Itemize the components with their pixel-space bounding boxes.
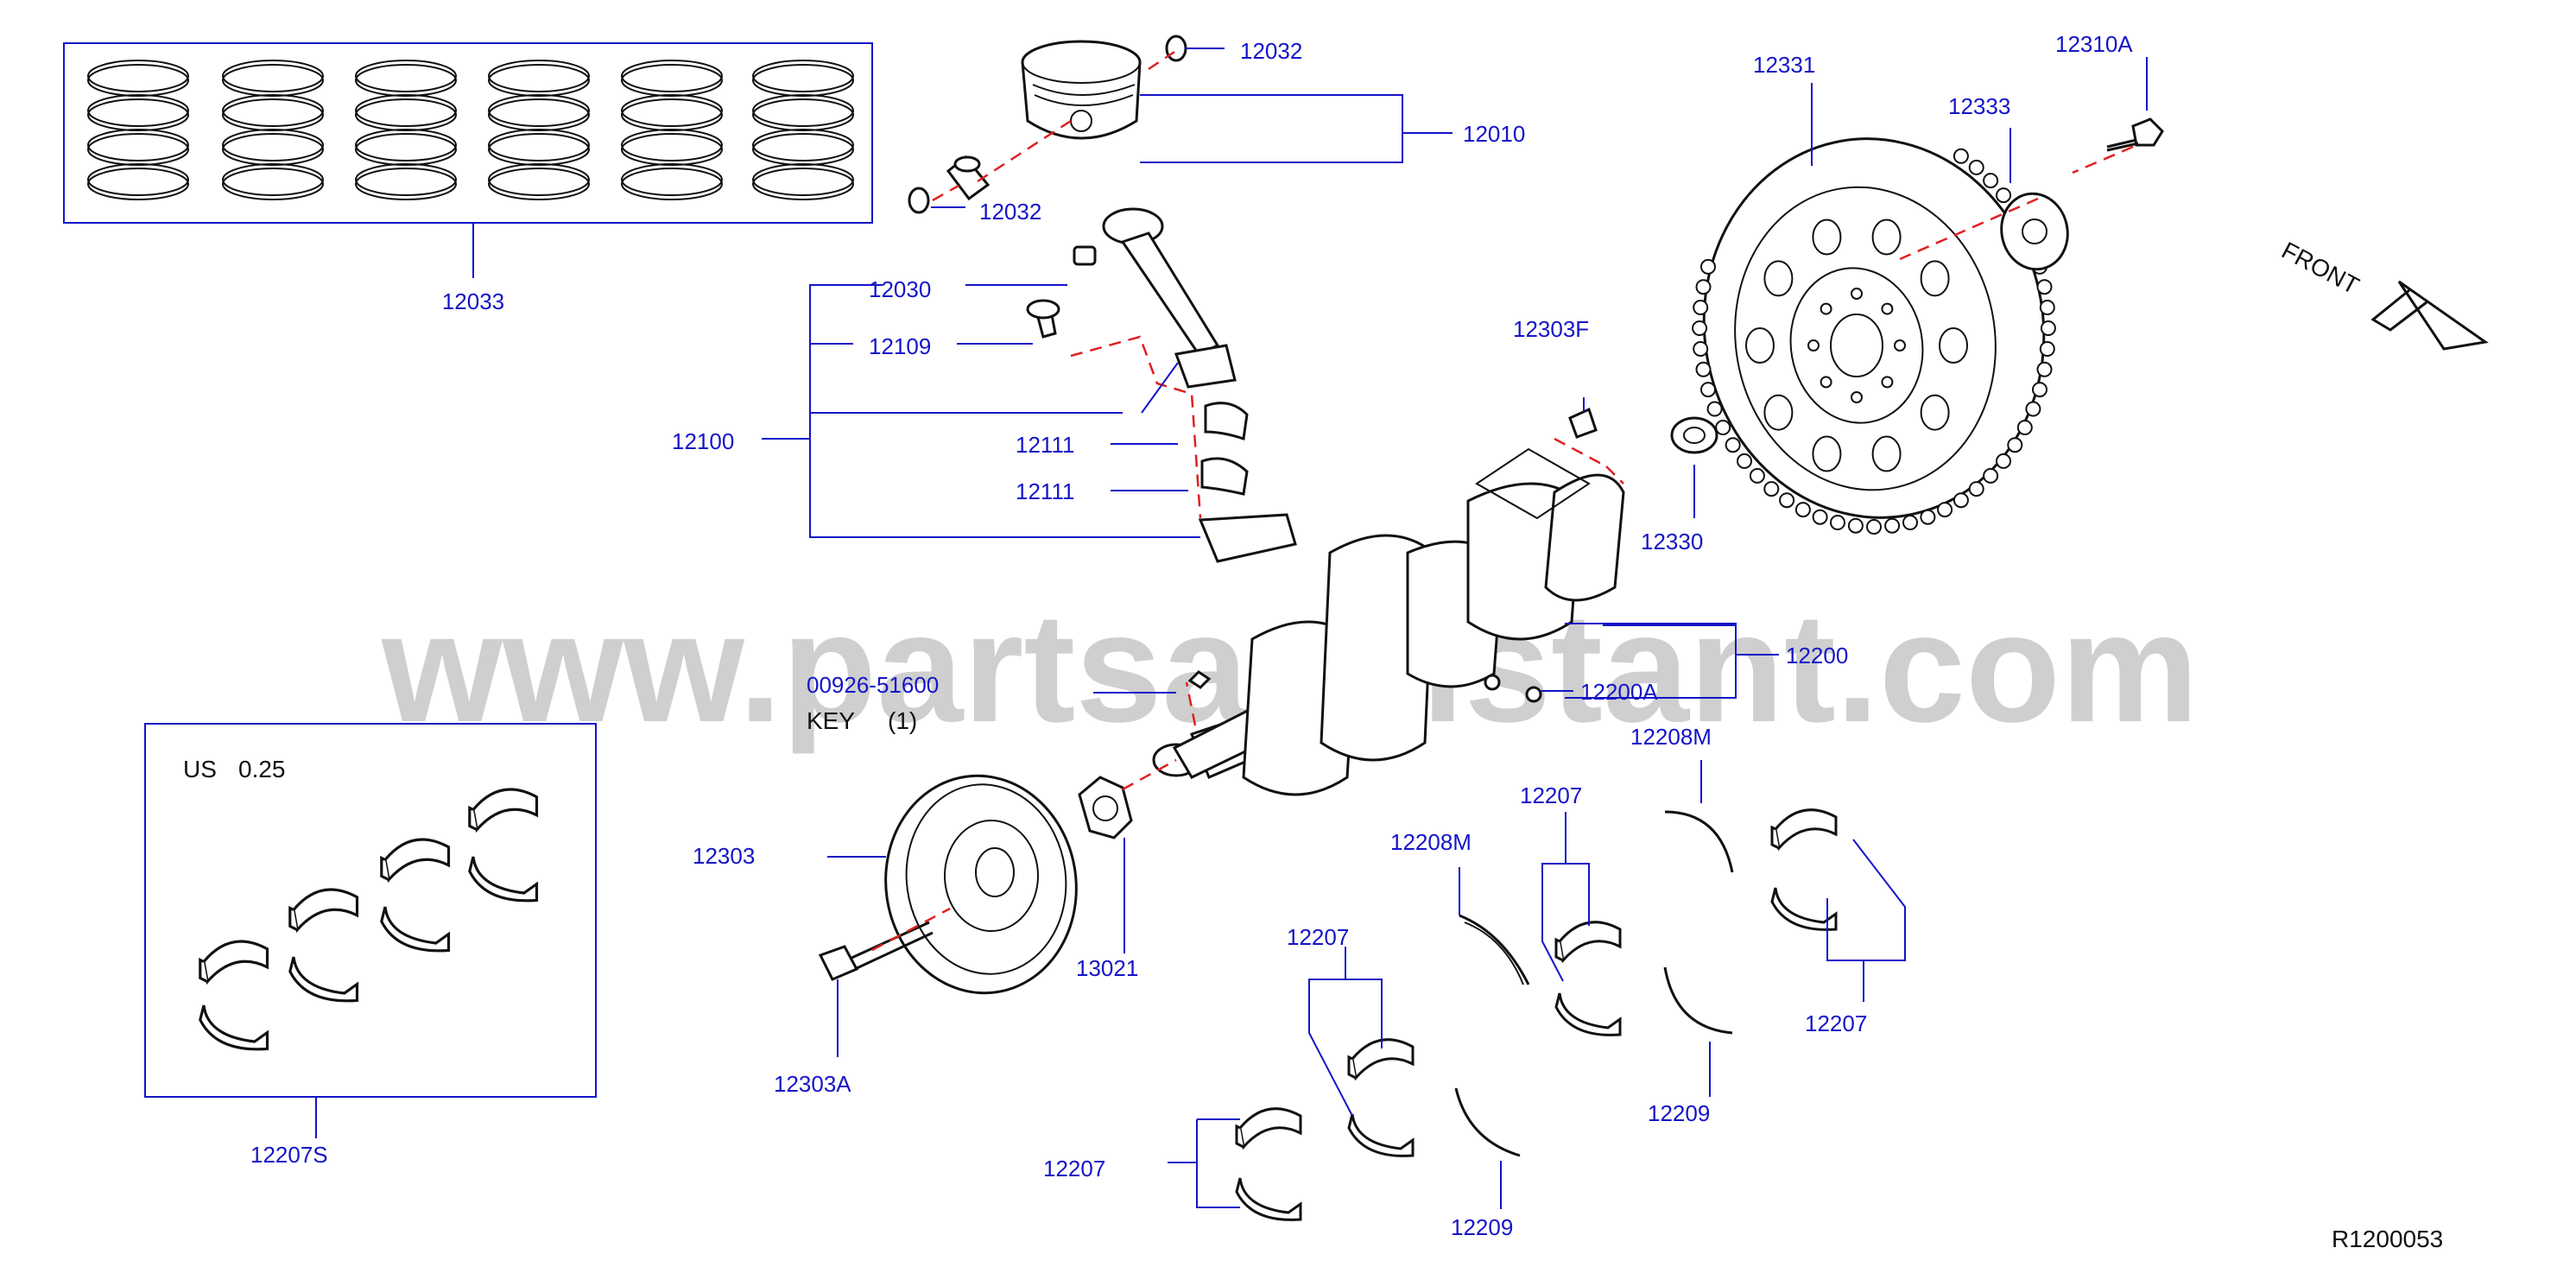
piston — [908, 35, 1453, 214]
bearing-shell — [380, 906, 451, 953]
undersize-us: US — [183, 756, 217, 782]
bearing-shell — [1770, 887, 1838, 931]
bearing-shell — [468, 788, 539, 833]
piston-ring-stack — [222, 60, 324, 200]
bearing-shell — [288, 888, 359, 934]
front-label: FRONT — [2277, 237, 2364, 300]
piston-ring-stack — [355, 60, 457, 200]
diagram-id: R1200053 — [2332, 1226, 2443, 1252]
crankshaft — [1093, 447, 1779, 796]
bearing-shell — [468, 856, 539, 903]
bearing-shell — [380, 838, 451, 884]
bearing-shell — [288, 956, 359, 1003]
label-12207-c: 12207 — [1043, 1156, 1105, 1181]
key-label: KEY — [807, 707, 855, 734]
label-12303: 12303 — [693, 843, 755, 869]
label-12303A: 12303A — [774, 1071, 851, 1097]
part-labels: 12033 12032 12032 12010 12030 12109 1210… — [183, 31, 2443, 1252]
label-12033: 12033 — [442, 288, 504, 314]
label-12030: 12030 — [869, 276, 931, 302]
front-arrow-icon — [2397, 280, 2489, 351]
piston-ring-stack — [621, 60, 723, 200]
label-12207-b: 12207 — [1287, 924, 1349, 950]
snap-ring-top — [1165, 35, 1187, 62]
dowel-and-bushing — [1554, 397, 1718, 518]
label-12310A: 12310A — [2055, 31, 2133, 57]
label-12209-b: 12209 — [1451, 1214, 1513, 1240]
label-00926-51600: 00926-51600 — [807, 672, 939, 698]
piston-ring-set — [63, 42, 873, 278]
undersize-value: 0.25 — [238, 756, 286, 782]
label-12331: 12331 — [1753, 52, 1815, 78]
main-bearings — [1168, 760, 1906, 1221]
label-12111-a: 12111 — [1016, 432, 1074, 458]
flywheel — [1692, 57, 2164, 535]
key-qty: (1) — [888, 707, 917, 734]
piston-ring-stack — [752, 60, 854, 200]
label-12303F: 12303F — [1513, 316, 1589, 342]
label-12208M-b: 12208M — [1390, 829, 1472, 855]
label-12032-bottom: 12032 — [979, 199, 1041, 225]
bearing-shell — [1235, 1107, 1302, 1150]
bearing-shell — [199, 1004, 269, 1051]
undersize-bearing-set — [144, 723, 597, 1138]
ring-set-box — [63, 42, 873, 224]
label-12330: 12330 — [1641, 529, 1703, 554]
label-12207-a: 12207 — [1520, 782, 1582, 808]
label-12100: 12100 — [672, 428, 734, 454]
label-12208M-a: 12208M — [1630, 724, 1712, 750]
bearing-shell — [1770, 808, 1838, 852]
bearing-shell — [1554, 921, 1622, 964]
label-12010: 12010 — [1463, 121, 1525, 147]
snap-ring-bottom — [908, 187, 930, 214]
label-12209-a: 12209 — [1648, 1100, 1710, 1126]
crank-pulley — [818, 758, 1177, 1057]
label-12200A: 12200A — [1580, 679, 1658, 705]
label-12032-top: 12032 — [1240, 38, 1302, 64]
front-indicator: FRONT — [2277, 237, 2489, 351]
label-12200: 12200 — [1786, 643, 1848, 668]
label-12109: 12109 — [869, 333, 931, 359]
bearing-shell — [1347, 1113, 1415, 1157]
bearing-shell — [199, 940, 269, 985]
label-12111-b: 12111 — [1016, 478, 1074, 504]
label-12333: 12333 — [1948, 93, 2010, 119]
label-12207S: 12207S — [250, 1142, 328, 1168]
piston-ring-stack — [87, 60, 189, 200]
connecting-rod — [762, 207, 1297, 563]
bearing-shell — [1235, 1177, 1302, 1221]
crank-sprocket — [1078, 776, 1133, 839]
label-12207-d: 12207 — [1805, 1010, 1867, 1036]
bearing-shell — [1554, 992, 1622, 1036]
label-13021: 13021 — [1076, 955, 1138, 981]
piston-ring-stack — [488, 60, 590, 200]
bearing-shell — [1347, 1038, 1415, 1081]
